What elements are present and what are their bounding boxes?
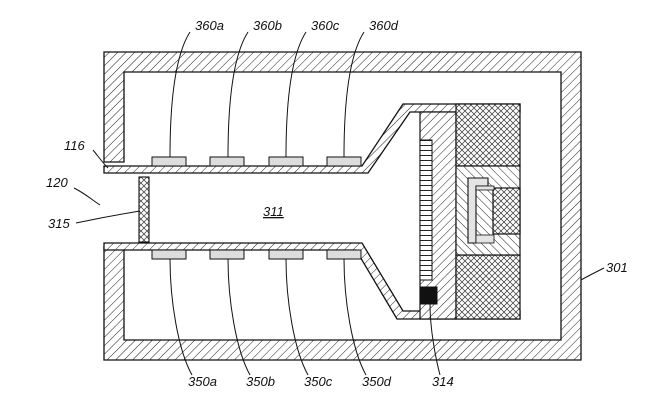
label-120: 120 — [46, 175, 68, 190]
label-360c: 360c — [311, 18, 340, 33]
leaders-bottom — [169, 258, 367, 376]
label-350a: 350a — [188, 374, 217, 389]
leader-301 — [580, 267, 605, 281]
outer-housing — [103, 51, 582, 361]
leader-116 — [92, 149, 109, 169]
label-116: 116 — [64, 138, 85, 153]
label-315: 315 — [48, 216, 70, 231]
leader-314 — [429, 303, 441, 376]
electrodes-top — [151, 156, 362, 167]
sensor-block-314 — [419, 286, 438, 305]
label-350b: 350b — [246, 374, 275, 389]
label-301: 301 — [606, 260, 628, 275]
label-314: 314 — [432, 374, 454, 389]
label-350c: 350c — [304, 374, 333, 389]
leader-120 — [73, 187, 101, 206]
label-360a: 360a — [195, 18, 224, 33]
label-350d: 350d — [362, 374, 392, 389]
leader-315 — [75, 210, 141, 224]
layered-stack — [419, 139, 433, 281]
leaders-top — [169, 31, 365, 158]
inlet-membrane — [138, 176, 150, 243]
end-block — [419, 103, 521, 320]
label-360d: 360d — [369, 18, 399, 33]
electrodes-bottom — [151, 249, 362, 260]
label-311: 311 — [263, 204, 284, 219]
label-360b: 360b — [253, 18, 282, 33]
